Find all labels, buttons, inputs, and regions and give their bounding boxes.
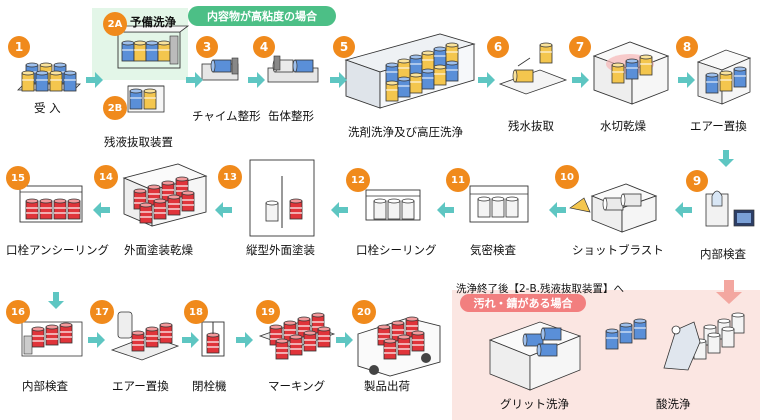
receiving-illustration <box>18 63 80 91</box>
step-label-2a: 予備洗浄 <box>130 14 176 30</box>
chime-shaping-illustration <box>202 58 238 80</box>
detergent-wash-illustration <box>346 34 474 108</box>
plug-sealing-illustration <box>366 190 420 220</box>
prewash-illustration <box>118 26 188 68</box>
step-label-13: 縦型外面塗装 <box>246 242 315 258</box>
shot-blast-illustration <box>570 184 656 232</box>
step-label-10: ショットブラスト <box>572 242 664 258</box>
internal-inspection-2-illustration <box>22 322 82 356</box>
pink-down-arrow <box>716 280 742 304</box>
step-badge-14: 14 <box>94 165 118 189</box>
paint-drying-illustration <box>124 164 206 226</box>
step-badge-2b: 2B <box>103 96 127 120</box>
acid-wash-illustration <box>606 313 744 370</box>
step-badge-6: 6 <box>487 36 509 58</box>
step-badge-11: 11 <box>446 168 470 192</box>
step-label-7: 水切乾燥 <box>600 118 646 134</box>
step-label-11: 気密検査 <box>470 242 516 258</box>
grit-wash-illustration <box>490 322 580 390</box>
step-badge-18: 18 <box>184 300 208 324</box>
step-badge-8: 8 <box>676 36 698 58</box>
capping-machine-illustration <box>202 322 224 356</box>
water-drain-illustration <box>500 43 566 94</box>
step-label-9: 内部検査 <box>700 246 746 262</box>
step-badge-3: 3 <box>196 36 218 58</box>
step-badge-1: 1 <box>8 36 30 58</box>
grit-wash-label: グリット洗浄 <box>500 396 569 412</box>
step-badge-5: 5 <box>333 36 355 58</box>
body-shaping-illustration <box>268 56 318 82</box>
step-badge-10: 10 <box>555 165 579 189</box>
internal-inspection-illustration <box>706 191 754 226</box>
step-label-14: 外面塗装乾燥 <box>124 242 193 258</box>
step-badge-2a: 2A <box>103 12 127 36</box>
step-badge-15: 15 <box>6 166 30 190</box>
step-label-16: 内部検査 <box>22 378 68 394</box>
step-label-1: 受 入 <box>34 100 61 116</box>
step-badge-7: 7 <box>569 36 591 58</box>
step-label-18: 閉栓機 <box>192 378 227 394</box>
step-badge-13: 13 <box>218 165 242 189</box>
step-label-4: 缶体整形 <box>268 108 314 124</box>
vertical-painting-illustration <box>250 160 314 236</box>
step-badge-4: 4 <box>253 36 275 58</box>
shipping-truck-illustration <box>358 317 440 376</box>
airtight-test-illustration <box>470 186 528 222</box>
acid-wash-label: 酸洗浄 <box>656 396 691 412</box>
step-label-20: 製品出荷 <box>364 378 410 394</box>
step-label-2b: 残液抜取装置 <box>104 134 173 150</box>
step-label-17: エアー置換 <box>112 378 169 394</box>
air-replacement-2-illustration <box>112 312 178 360</box>
step-badge-17: 17 <box>90 300 114 324</box>
step-label-5: 洗剤洗浄及び高圧洗浄 <box>348 124 463 140</box>
step-badge-16: 16 <box>6 300 30 324</box>
step-label-3: チャイム整形 <box>192 108 261 124</box>
air-replacement-illustration <box>698 50 750 104</box>
residue-extraction-illustration <box>128 86 164 112</box>
step-label-19: マーキング <box>268 378 325 394</box>
step-badge-9: 9 <box>686 170 708 192</box>
step-label-6: 残水抜取 <box>508 118 554 134</box>
step-label-8: エアー置換 <box>690 118 747 134</box>
step-badge-19: 19 <box>256 300 280 324</box>
step-label-12: 口栓シーリング <box>356 242 437 258</box>
step-badge-12: 12 <box>346 168 370 192</box>
drying-illustration <box>594 42 668 104</box>
plug-unsealing-illustration <box>20 186 82 222</box>
step-badge-20: 20 <box>352 300 376 324</box>
step-label-15: 口栓アンシーリング <box>6 242 109 258</box>
